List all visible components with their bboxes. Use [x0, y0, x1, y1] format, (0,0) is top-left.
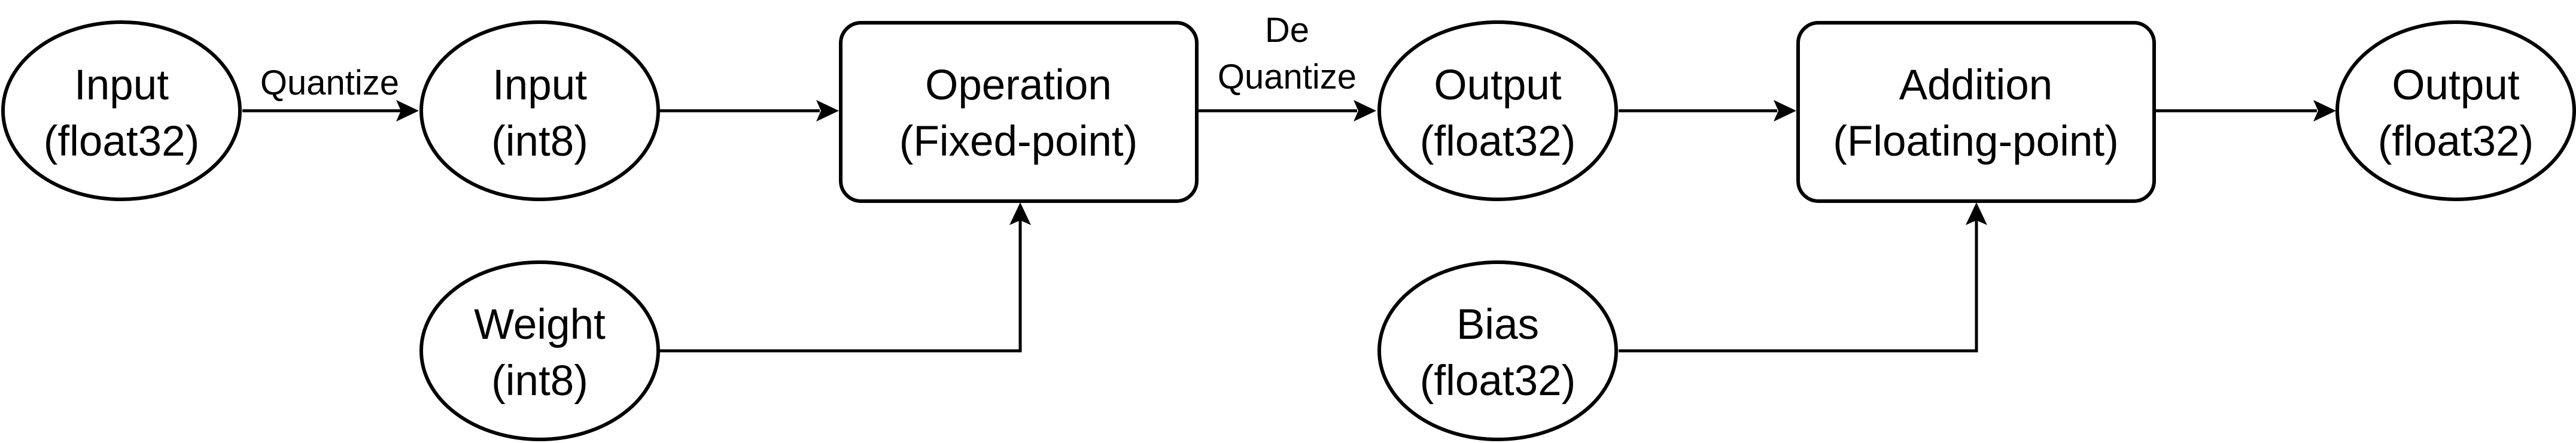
- edge-bias-to-addition: [1619, 220, 1978, 353]
- node-bias-line1: Bias: [1456, 301, 1539, 348]
- node-output-float32-1: Output (float32): [1377, 20, 1618, 201]
- node-output-float32-2-line2: (float32): [2378, 118, 2534, 165]
- dequantize-label-line1: De: [1265, 11, 1309, 50]
- node-output-float32-1-line1: Output: [1434, 62, 1561, 109]
- quantize-label: Quantize: [260, 63, 399, 102]
- node-input-float32-line2: (float32): [44, 118, 199, 165]
- node-input-int8-line2: (int8): [491, 118, 588, 165]
- edges: [242, 100, 2336, 353]
- node-input-int8: Input (int8): [419, 20, 660, 201]
- dequantize-label-line2: Quantize: [1218, 57, 1357, 96]
- edge-labels: Quantize De Quantize: [260, 11, 1357, 102]
- node-operation: Operation (Fixed-point): [839, 21, 1199, 203]
- edge-weight-to-operation-arrowhead: [1009, 202, 1031, 225]
- edge-int8-to-operation-arrowhead: [816, 100, 839, 122]
- node-operation-line2: (Fixed-point): [899, 118, 1138, 165]
- node-output-float32-2-line1: Output: [2392, 62, 2519, 109]
- node-input-float32-line1: Input: [74, 62, 169, 109]
- node-bias-line2: (float32): [1420, 357, 1576, 405]
- node-addition-line2: (Floating-point): [1833, 118, 2118, 165]
- edge-addition-to-output-arrowhead: [2313, 100, 2336, 122]
- node-weight-line1: Weight: [474, 301, 606, 348]
- node-bias: Bias (float32): [1377, 260, 1618, 441]
- node-output-float32-2: Output (float32): [2335, 20, 2576, 201]
- node-addition: Addition (Floating-point): [1796, 21, 2156, 203]
- edge-output-to-addition-arrowhead: [1774, 100, 1796, 122]
- edge-weight-to-operation: [660, 220, 1022, 353]
- node-input-int8-line1: Input: [492, 62, 587, 109]
- node-weight: Weight (int8): [419, 260, 660, 441]
- edge-quantize-arrowhead: [396, 100, 419, 122]
- node-addition-line1: Addition: [1899, 62, 2053, 109]
- node-input-float32: Input (float32): [1, 20, 242, 201]
- edge-bias-to-addition-arrowhead: [1966, 202, 1987, 225]
- edge-dequantize-arrowhead: [1354, 100, 1376, 122]
- node-output-float32-1-line2: (float32): [1420, 118, 1576, 165]
- node-weight-line2: (int8): [491, 357, 588, 405]
- node-operation-line1: Operation: [925, 62, 1112, 109]
